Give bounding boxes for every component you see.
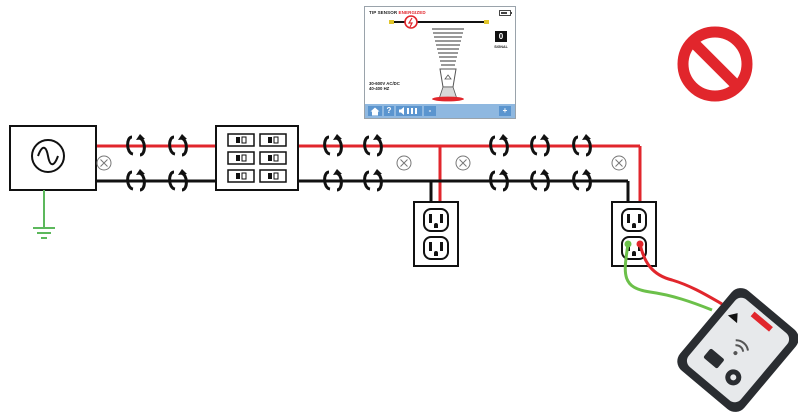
test-leads: [623, 240, 723, 312]
tracer-screen: TIP SENSOR ENERGIZED 0 SIGNAL 30-600V AC…: [364, 6, 516, 119]
status-state: ENERGIZED: [398, 10, 426, 15]
minus-button[interactable]: -: [424, 106, 436, 116]
voltage-line-2: 40-400 HZ: [369, 86, 390, 92]
signal-value: 0: [495, 31, 507, 42]
help-button[interactable]: ?: [384, 106, 394, 116]
prohibited-sign-icon: [677, 26, 753, 102]
hot-wire: [96, 144, 642, 202]
voltage-line-1: 30-600V AC/DC: [369, 81, 400, 86]
plus-button[interactable]: +: [499, 106, 511, 116]
tracer-toolbar: ? - +: [365, 104, 515, 118]
cable-tracer-transmitter-icon: [677, 288, 798, 412]
voltage-range: 30-600V AC/DC 40-400 HZ: [369, 81, 400, 91]
signal-label: SIGNAL: [494, 45, 508, 49]
energized-icon: [404, 15, 418, 29]
ac-source-icon: [9, 125, 97, 191]
circled-x-icons: [96, 155, 627, 171]
volume-button[interactable]: [396, 106, 422, 116]
volume-icon: [399, 107, 417, 115]
home-icon: [370, 107, 380, 115]
home-button[interactable]: [368, 106, 382, 116]
status-bar: TIP SENSOR ENERGIZED: [369, 10, 426, 15]
breaker-panel-icon: [215, 125, 299, 191]
outlet-with-tracer-icon: [611, 201, 657, 267]
tip-sensor-graphic: [389, 15, 489, 102]
outlet-icon: [413, 201, 459, 267]
status-prefix: TIP SENSOR: [369, 10, 398, 15]
battery-icon: [499, 10, 512, 16]
ground-icon: [33, 190, 55, 239]
